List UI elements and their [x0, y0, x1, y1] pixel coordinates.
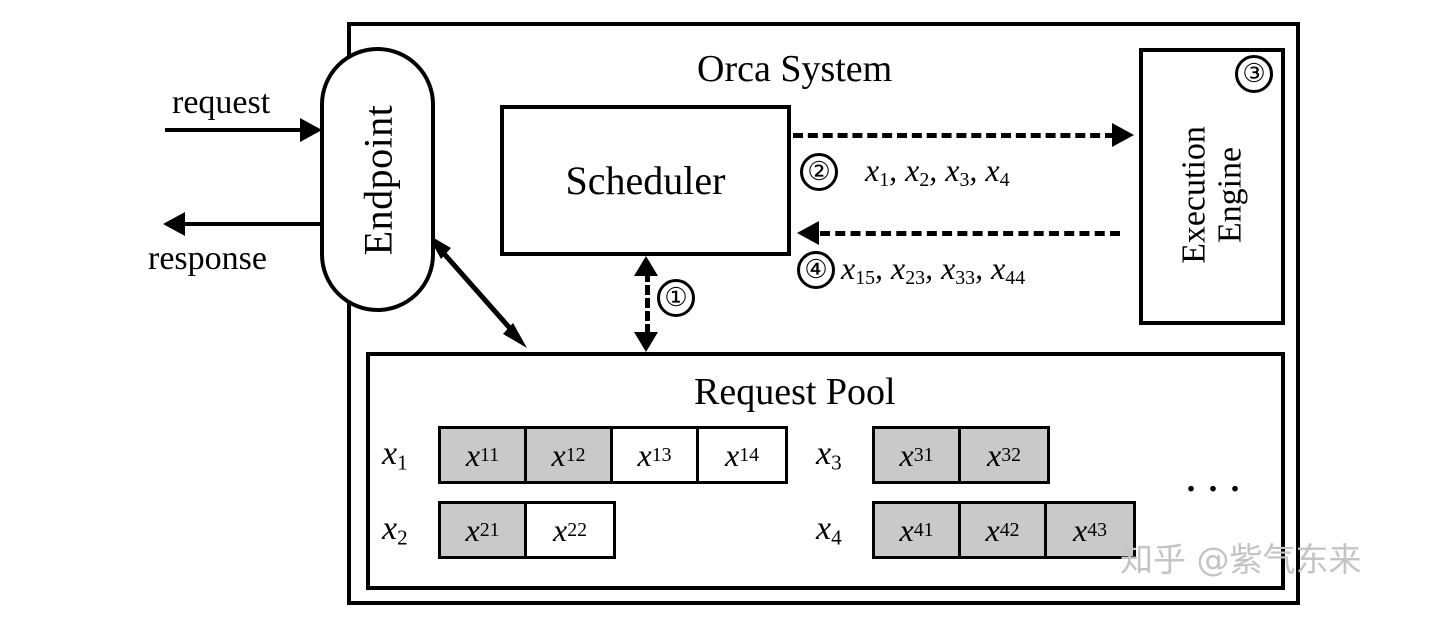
step4-arrow-head	[797, 221, 819, 245]
step1-arrow-head-down	[634, 332, 658, 352]
watermark: 知乎 @紫气东来	[1120, 540, 1362, 579]
request-arrow-head	[300, 118, 322, 142]
pool-ellipsis: ...	[1185, 449, 1251, 502]
step2-dotted-line	[793, 133, 1115, 138]
request-pool-title: Request Pool	[694, 371, 896, 413]
execution-engine-component[interactable]: Execution Engine	[1139, 48, 1285, 325]
response-arrow-head	[163, 212, 185, 236]
request-label: request	[172, 84, 271, 121]
page-title: Orca System	[697, 48, 893, 90]
pool-row-label-x1: x1	[382, 434, 408, 475]
pool-row-label-x4: x4	[816, 509, 842, 550]
step-badge-4: ④	[797, 251, 835, 289]
step2-arrow-head	[1112, 123, 1134, 147]
execution-engine-label: Execution Engine	[1175, 125, 1248, 264]
scheduler-component[interactable]: Scheduler	[500, 105, 791, 256]
execution-engine-line2: Engine	[1211, 146, 1248, 243]
endpoint-label: Endpoint	[355, 104, 400, 255]
orca-system-frame	[347, 22, 1300, 605]
step-badge-1: ①	[657, 279, 695, 317]
response-label: response	[148, 240, 267, 277]
scheduler-label: Scheduler	[565, 158, 726, 203]
pool-row-label-x3: x3	[816, 434, 842, 475]
step-badge-3: ③	[1235, 55, 1273, 93]
response-arrow-line	[185, 222, 330, 226]
pool-row-label-x2: x2	[382, 509, 408, 550]
step1-arrow-head-up	[634, 256, 658, 276]
step1-dotted-line	[645, 272, 650, 334]
step2-payload-label: x1, x2, x3, x4	[865, 152, 1010, 191]
request-arrow-line	[165, 128, 305, 132]
step4-payload-label: x15, x23, x33, x44	[841, 250, 1026, 289]
request-pool-component[interactable]	[366, 352, 1285, 590]
step4-dotted-line	[820, 231, 1120, 236]
endpoint-component[interactable]: Endpoint	[320, 47, 435, 312]
step-badge-2: ②	[800, 153, 838, 191]
execution-engine-line1: Execution	[1175, 125, 1213, 264]
